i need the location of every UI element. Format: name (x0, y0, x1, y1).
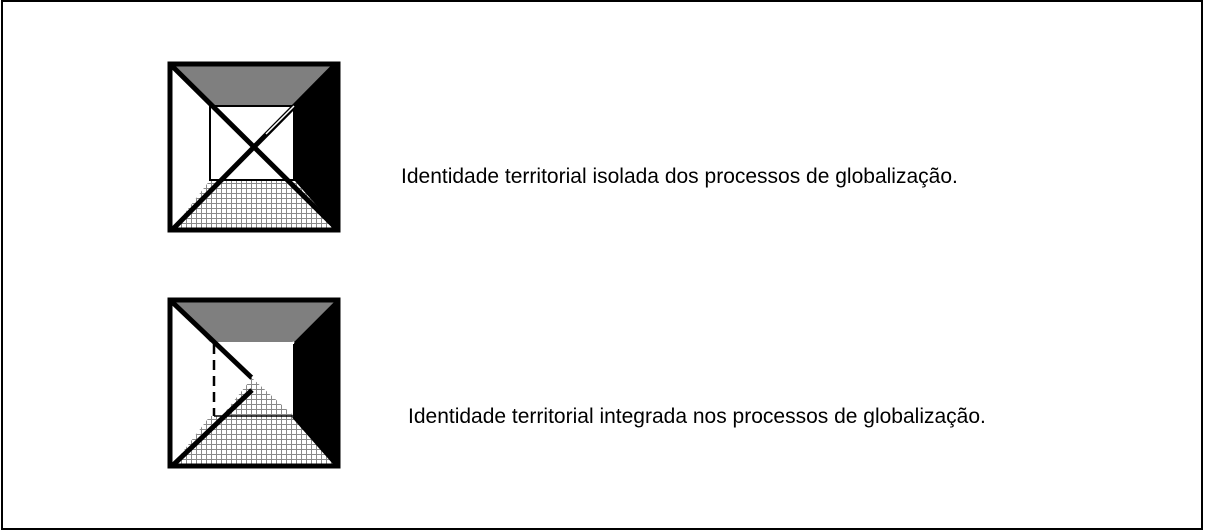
legend-item-integrated: Identidade territorial integrada nos pro… (3, 294, 1201, 474)
top-face (170, 64, 336, 106)
inner-hatched-triangle (222, 378, 294, 416)
top-face (170, 300, 336, 342)
legend-label-isolated: Identidade territorial isolada dos proce… (401, 165, 958, 188)
isolated-identity-pyramid-icon (166, 58, 346, 238)
legend-item-isolated: Identidade territorial isolada dos proce… (3, 58, 1201, 238)
legend-label-integrated: Identidade territorial integrada nos pro… (408, 405, 986, 428)
right-face (294, 64, 338, 230)
integrated-identity-pyramid-icon (166, 294, 346, 474)
right-face (294, 300, 338, 466)
